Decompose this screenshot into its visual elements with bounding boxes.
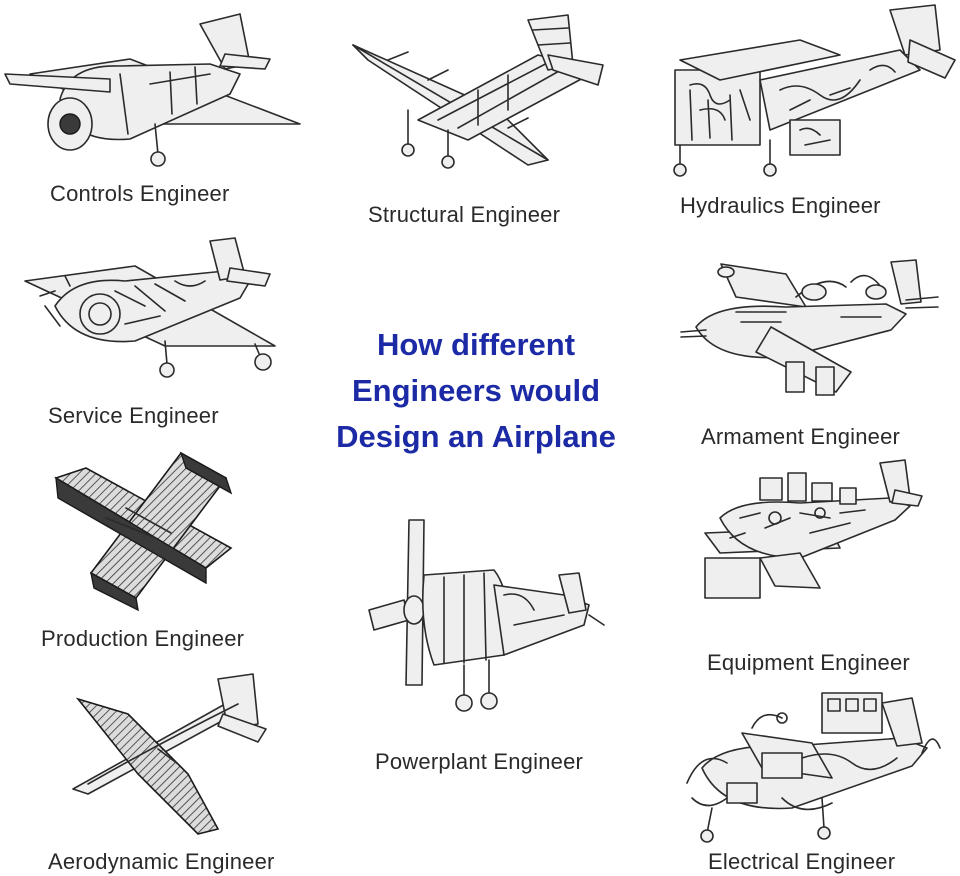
armament-engineer-label: Armament Engineer	[701, 424, 901, 449]
crowded-equipment-plane-icon	[700, 458, 926, 608]
propeller-plane-sketch-icon	[0, 4, 320, 174]
streamlined-glider-icon	[68, 674, 268, 838]
hydraulics-engineer-label: Hydraulics Engineer	[680, 193, 881, 218]
title-line-1: How different	[376, 327, 576, 362]
pipework-plane-icon	[660, 0, 960, 180]
title-line-3: Design an Airplane	[336, 419, 616, 454]
giant-engine-plane-icon	[364, 515, 610, 721]
box-cross-plane-icon	[46, 438, 238, 610]
wired-plane-icon	[682, 688, 942, 844]
production-engineer-label: Production Engineer	[41, 626, 245, 651]
controls-engineer-label: Controls Engineer	[50, 181, 230, 206]
truss-frame-plane-icon	[348, 10, 610, 178]
title-line-2: Engineers would	[351, 373, 601, 408]
gun-plane-icon	[676, 252, 940, 404]
electrical-engineer-label: Electrical Engineer	[708, 849, 896, 874]
equipment-engineer-label: Equipment Engineer	[707, 650, 910, 675]
exposed-parts-plane-icon	[15, 236, 287, 384]
aerodynamic-engineer-label: Aerodynamic Engineer	[48, 849, 275, 874]
powerplant-engineer-label: Powerplant Engineer	[375, 749, 584, 774]
page-title: How different Engineers would Design an …	[296, 322, 656, 460]
service-engineer-label: Service Engineer	[48, 403, 219, 428]
structural-engineer-label: Structural Engineer	[368, 202, 561, 227]
